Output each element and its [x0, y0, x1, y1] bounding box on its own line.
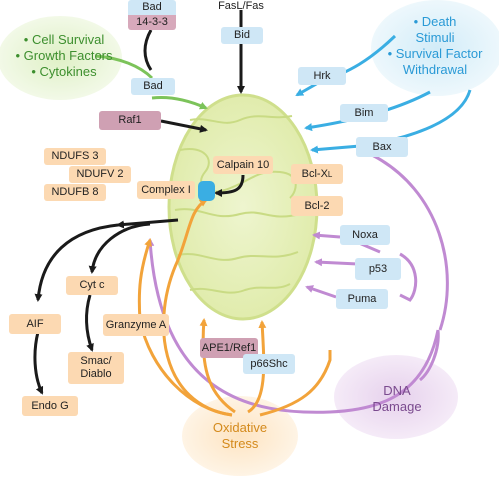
cytc-box: Cyt c — [66, 276, 118, 295]
bax-purple-line — [371, 153, 449, 331]
raf1-box: Raf1 — [99, 111, 161, 130]
dna-damage-line2: Damage — [372, 399, 422, 414]
complex1-box: Complex I — [137, 181, 195, 199]
oxidative-to-p66shc-arrow — [247, 320, 267, 414]
oxidative-stress-line1: Oxidative — [212, 420, 268, 435]
death-stimuli-line2: Stimuli — [415, 30, 455, 45]
death-stimuli-line3: • Survival Factor — [387, 46, 483, 61]
death-stimuli-text: • Death Stimuli • Survival Factor Withdr… — [380, 14, 490, 78]
survival-to-bad-line — [95, 54, 154, 80]
bad-to-mito-arrow — [151, 96, 208, 110]
raf1-arrow — [160, 119, 208, 133]
puma-arrow — [305, 285, 337, 299]
to-aif-arrow — [34, 223, 119, 302]
bclxl-subscript: L — [327, 169, 333, 179]
mito-release-arrow — [116, 218, 179, 229]
p53-box: p53 — [355, 258, 401, 280]
p66shc-box: p66Shc — [243, 354, 295, 374]
oxidative-stress-line2: Stress — [221, 436, 259, 451]
calpain-arrow — [214, 174, 245, 197]
death-stimuli-cloud — [371, 0, 499, 96]
calpain10-box: Calpain 10 — [213, 156, 273, 174]
cell-survival-line1: • Cell Survival — [23, 32, 105, 47]
bcl2-box: Bcl-2 — [291, 196, 343, 216]
noxa-box: Noxa — [340, 225, 390, 245]
ape1-ref1-box: APE1/Ref1 — [200, 338, 258, 358]
dna-damage-to-mito-arrow — [146, 238, 440, 414]
bax-box: Bax — [356, 137, 408, 157]
cell-survival-line2: • Growth Factors — [15, 48, 113, 63]
bid-box: Bid — [221, 27, 263, 44]
aif-to-endog-arrow — [33, 331, 44, 395]
fasl-fas-label: FasL/Fas — [218, 0, 264, 12]
oxidative-to-granzyme-line — [138, 319, 233, 417]
aif-box: AIF — [9, 314, 61, 334]
p53-to-puma-line — [399, 252, 418, 302]
14-3-3-box: 14-3-3 — [128, 15, 176, 30]
bad-link-arrow — [143, 29, 153, 71]
cell-survival-text: • Cell Survival • Growth Factors • Cytok… — [14, 32, 114, 80]
to-cytc-arrow — [88, 222, 151, 274]
granzyme-a-box: Granzyme A — [103, 314, 169, 336]
oxidative-stress-cloud — [182, 396, 298, 476]
ndufs3-box: NDUFS 3 — [44, 148, 106, 165]
cell-survival-line3: • Cytokines — [31, 64, 97, 79]
smac-diablo-box: Smac/ Diablo — [68, 352, 124, 384]
p53-arrow — [314, 258, 359, 267]
ndufb8-box: NDUFB 8 — [44, 184, 106, 201]
oxidative-to-complex1-arrow — [162, 198, 233, 417]
death-stimuli-line1: • Death — [413, 14, 457, 29]
hrk-box: Hrk — [298, 67, 346, 85]
smac-line2: Diablo — [80, 368, 112, 380]
oxidative-stress-text: Oxidative Stress — [200, 420, 280, 452]
oxidative-to-ape1-arrow — [199, 318, 236, 414]
smac-line1: Smac/ — [80, 355, 112, 367]
bim-box: Bim — [340, 104, 388, 122]
ndufv2-box: NDUFV 2 — [69, 166, 131, 183]
noxa-arrow — [312, 231, 341, 240]
puma-box: Puma — [336, 289, 388, 309]
cell-survival-cloud — [0, 16, 122, 100]
endog-box: Endo G — [22, 396, 78, 416]
granzyme-arrow — [137, 238, 152, 321]
cytc-to-smac-arrow — [85, 294, 94, 352]
dna-damage-link — [418, 329, 440, 382]
complex1-channel-icon — [198, 181, 215, 201]
dna-damage-text: DNA Damage — [362, 383, 432, 415]
oxidative-right-line — [259, 350, 332, 417]
bad-top-box: Bad — [128, 0, 176, 15]
death-stimuli-line4: Withdrawal — [402, 62, 468, 77]
dna-damage-line1: DNA — [383, 383, 411, 398]
bad-lower-box: Bad — [131, 78, 175, 95]
bclxl-label: Bcl-X — [301, 167, 328, 180]
